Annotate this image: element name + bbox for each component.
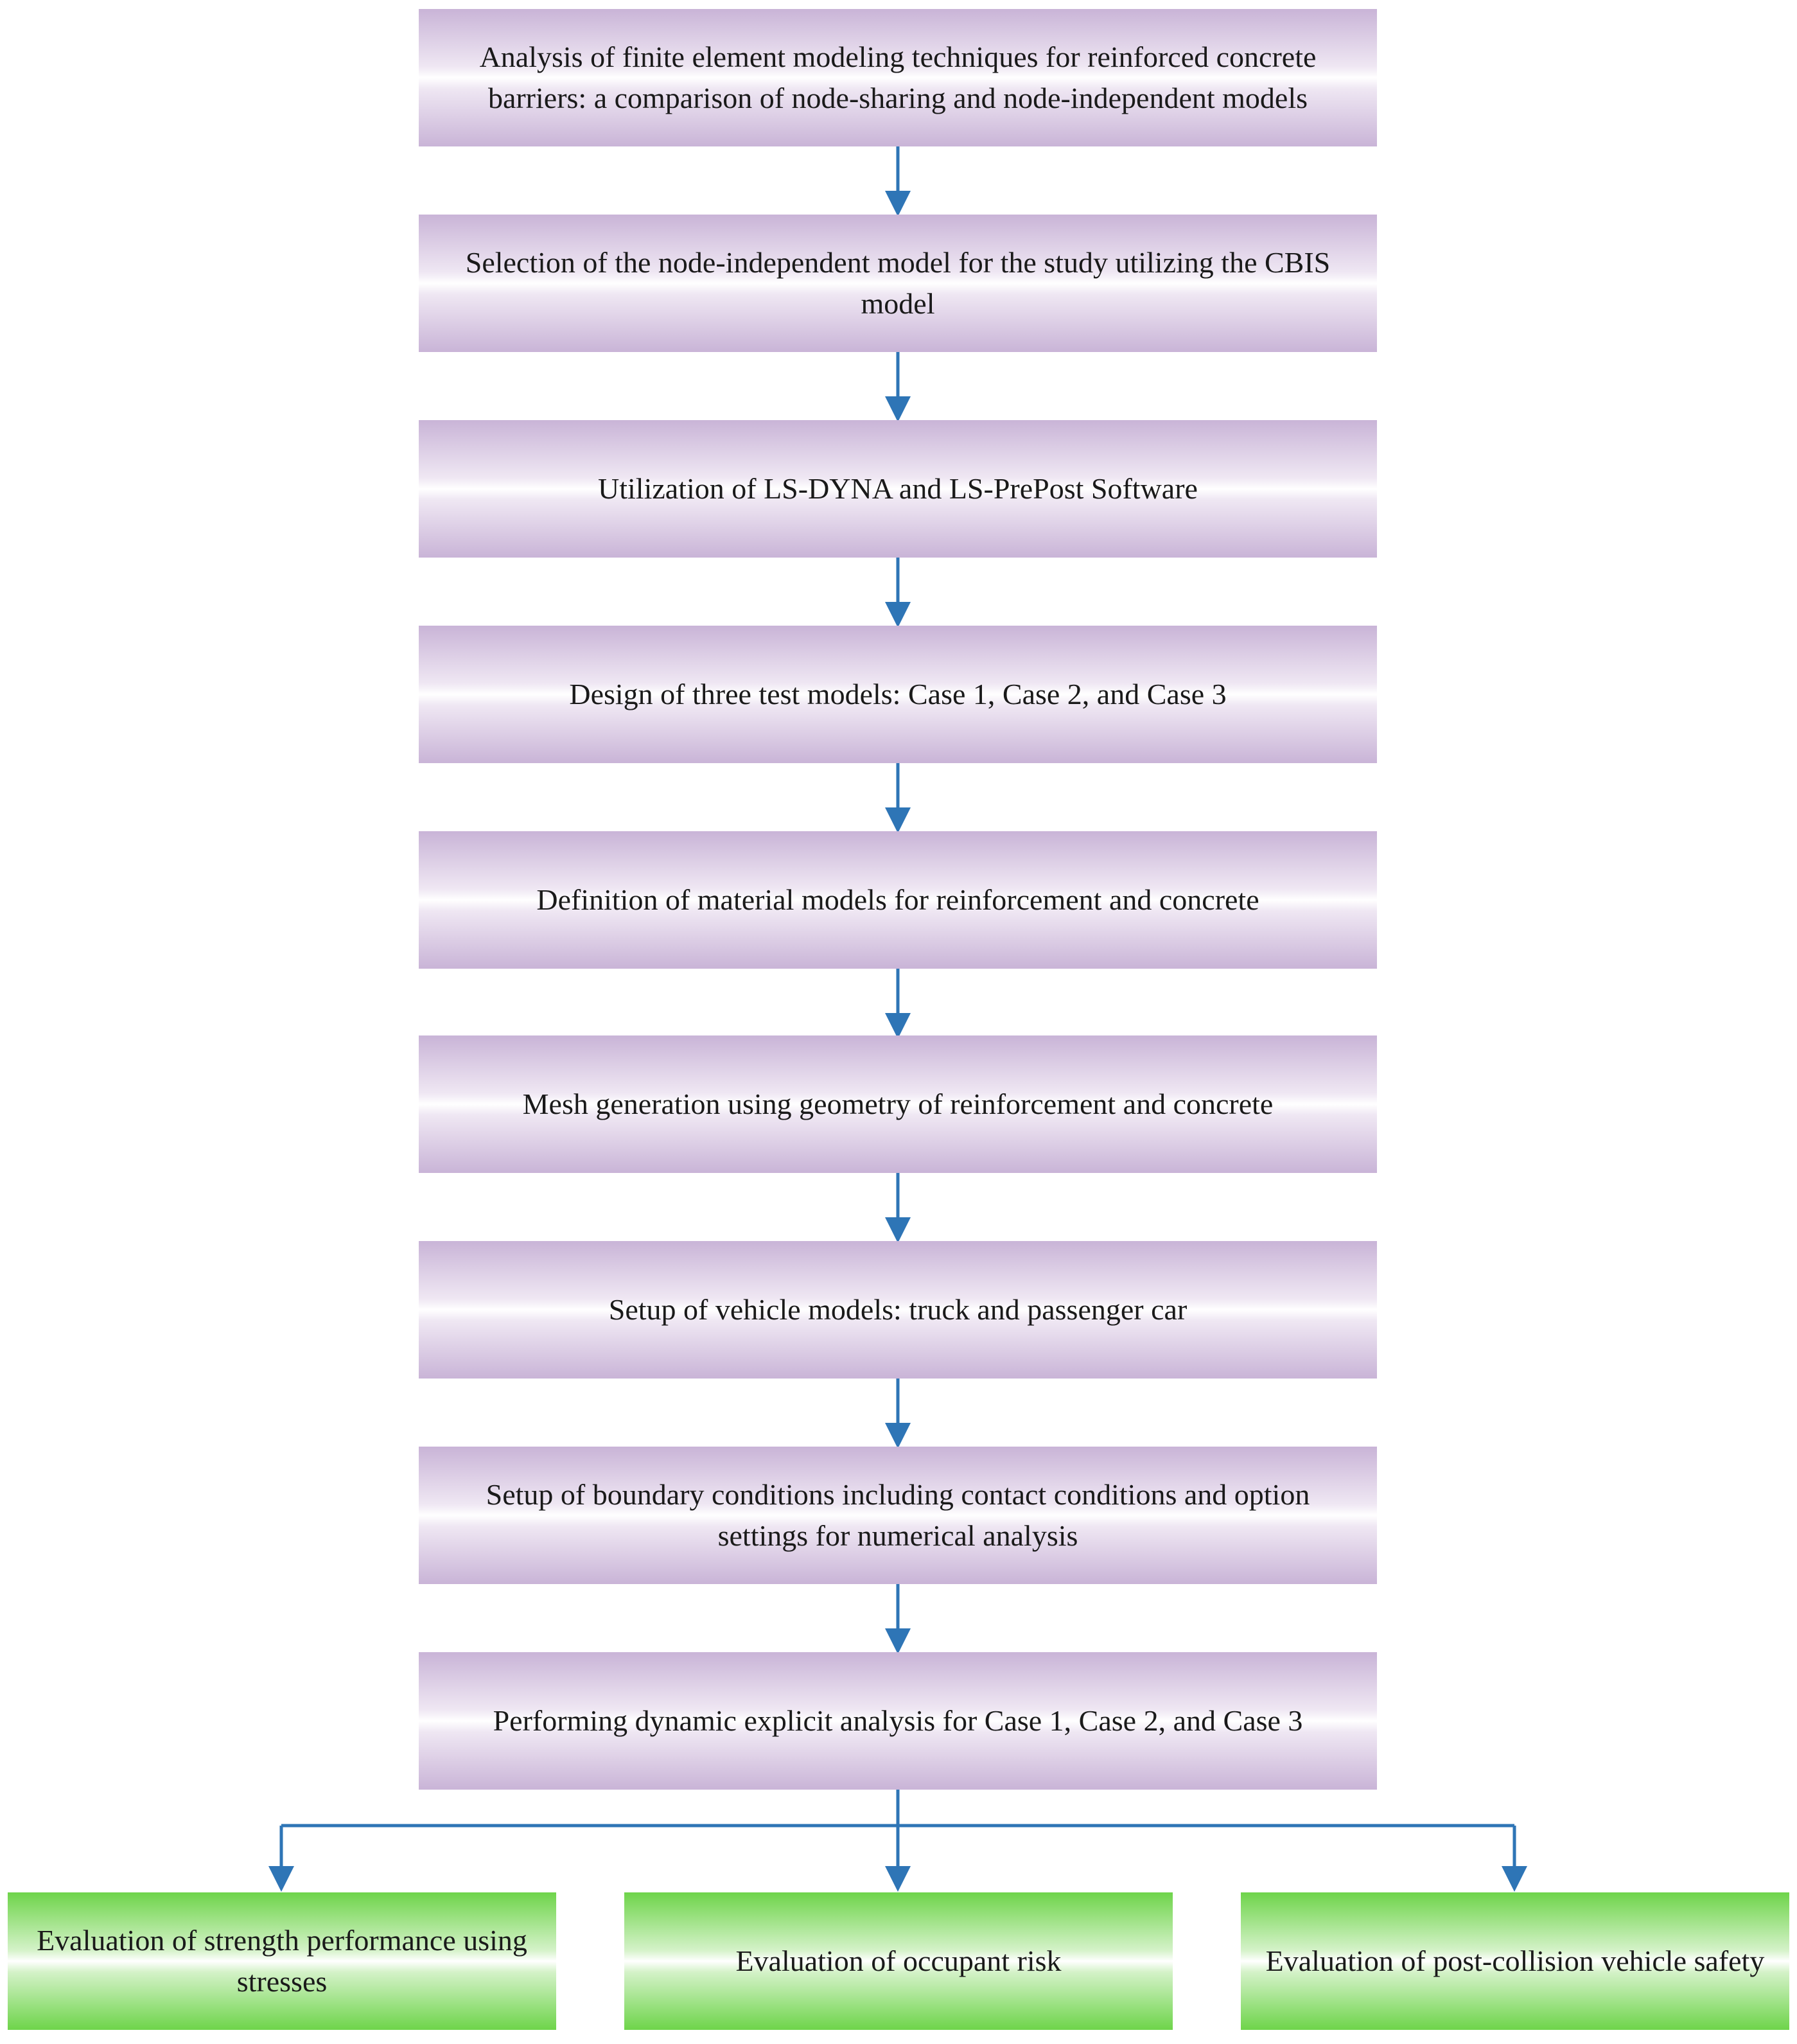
outcome-1-label: Evaluation of strength performance using… (37, 1924, 527, 1998)
step-7-label: Setup of vehicle models: truck and passe… (608, 1293, 1188, 1326)
outcome-2-label: Evaluation of occupant risk (735, 1944, 1062, 1977)
step-6-mesh-generation-box: Mesh generation using geometry of reinfo… (419, 1035, 1377, 1173)
step-4-test-models-box: Design of three test models: Case 1, Cas… (419, 626, 1377, 763)
step-1-analysis-box: Analysis of finite element modeling tech… (419, 9, 1377, 146)
outcome-vehicle-safety-box: Evaluation of post-collision vehicle saf… (1241, 1892, 1789, 2030)
step-9-label: Performing dynamic explicit analysis for… (493, 1704, 1303, 1737)
step-5-label: Definition of material models for reinfo… (536, 883, 1259, 916)
step-2-model-selection-box: Selection of the node-independent model … (419, 215, 1377, 352)
step-1-label: Analysis of finite element modeling tech… (479, 40, 1317, 114)
step-8-label: Setup of boundary conditions including c… (486, 1478, 1310, 1552)
step-2-label: Selection of the node-independent model … (465, 246, 1331, 320)
step-7-vehicle-models-box: Setup of vehicle models: truck and passe… (419, 1241, 1377, 1379)
outcome-strength-performance-box: Evaluation of strength performance using… (8, 1892, 556, 2030)
step-3-software-box: Utilization of LS-DYNA and LS-PrePost So… (419, 420, 1377, 558)
step-4-label: Design of three test models: Case 1, Cas… (569, 678, 1227, 710)
outcome-occupant-risk-box: Evaluation of occupant risk (624, 1892, 1173, 2030)
step-6-label: Mesh generation using geometry of reinfo… (522, 1088, 1274, 1120)
outcome-3-label: Evaluation of post-collision vehicle saf… (1265, 1944, 1765, 1977)
step-9-explicit-analysis-box: Performing dynamic explicit analysis for… (419, 1652, 1377, 1790)
step-8-boundary-conditions-box: Setup of boundary conditions including c… (419, 1447, 1377, 1584)
step-3-label: Utilization of LS-DYNA and LS-PrePost So… (598, 472, 1198, 505)
step-5-material-models-box: Definition of material models for reinfo… (419, 831, 1377, 969)
